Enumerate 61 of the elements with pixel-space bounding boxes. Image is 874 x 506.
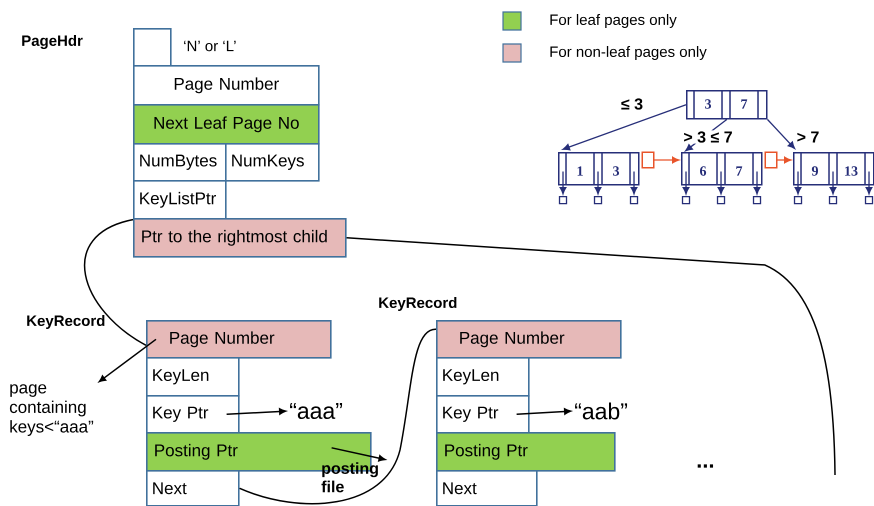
field-box: Next bbox=[436, 470, 538, 506]
side-note: ‘N’ or ‘L’ bbox=[184, 40, 236, 52]
arrow bbox=[630, 172, 638, 194]
note-text: “aab” bbox=[575, 402, 628, 420]
arrow bbox=[718, 172, 724, 194]
btree-node: 3 7 bbox=[686, 90, 768, 120]
arrow bbox=[516, 408, 572, 416]
field-box: Ptr to the rightmost child bbox=[133, 218, 347, 258]
btree-node: 1 3 bbox=[558, 152, 640, 186]
field-box: KeyLen bbox=[146, 357, 240, 397]
arrow bbox=[866, 172, 872, 194]
legend-text: For non-leaf pages only bbox=[550, 46, 707, 60]
arrow bbox=[98, 338, 156, 382]
record-square bbox=[794, 196, 802, 204]
record-square bbox=[828, 196, 838, 204]
arrow bbox=[794, 172, 802, 194]
btree-node: 9 13 bbox=[793, 152, 874, 186]
arrow bbox=[764, 152, 792, 168]
field-box: Next bbox=[146, 470, 240, 506]
record-square bbox=[558, 196, 568, 204]
record-square bbox=[594, 196, 602, 204]
field-box: Key Ptr bbox=[146, 395, 240, 434]
arrow bbox=[562, 104, 686, 150]
legend-text: For leaf pages only bbox=[550, 14, 677, 28]
leader-line bbox=[239, 328, 436, 504]
leader-line bbox=[84, 218, 146, 346]
arrow bbox=[560, 172, 566, 194]
arrow bbox=[754, 172, 760, 194]
arrow bbox=[767, 119, 796, 149]
edge-label: ≤ 3 bbox=[620, 97, 644, 111]
field-box: NumKeys bbox=[225, 143, 320, 182]
heading: ... bbox=[698, 464, 714, 468]
field-box: Posting Ptr bbox=[436, 432, 616, 472]
arrow bbox=[830, 172, 836, 194]
edge-label: > 7 bbox=[796, 130, 820, 144]
arrow bbox=[642, 152, 680, 168]
record-square bbox=[752, 196, 762, 204]
arrow bbox=[226, 408, 286, 416]
heading: KeyRecord bbox=[379, 297, 456, 311]
field-box: Next Leaf Page No bbox=[133, 104, 320, 145]
field-box: KeyLen bbox=[436, 357, 530, 397]
arrow bbox=[331, 447, 386, 462]
arrow bbox=[594, 172, 602, 194]
record-square bbox=[630, 196, 638, 204]
heading: KeyRecord bbox=[27, 315, 104, 329]
field-box: NumBytes bbox=[133, 143, 227, 182]
leader-line bbox=[346, 237, 836, 476]
record-square bbox=[682, 196, 690, 204]
record-square bbox=[864, 196, 874, 204]
note-text: “aaa” bbox=[290, 402, 342, 420]
field-box: Key Ptr bbox=[436, 395, 530, 434]
record-square bbox=[716, 196, 726, 204]
edge-label: > 3 ≤ 7 bbox=[682, 130, 734, 144]
field-box: Page Number bbox=[146, 320, 332, 359]
field-box: KeyListPtr bbox=[133, 180, 227, 220]
flag-box bbox=[133, 28, 172, 67]
arrow bbox=[682, 172, 690, 194]
heading: PageHdr bbox=[22, 34, 83, 50]
note-text: page containing keys<“aaa” bbox=[10, 384, 94, 436]
btree-node: 6 7 bbox=[681, 152, 762, 186]
field-box: Page Number bbox=[436, 320, 622, 359]
